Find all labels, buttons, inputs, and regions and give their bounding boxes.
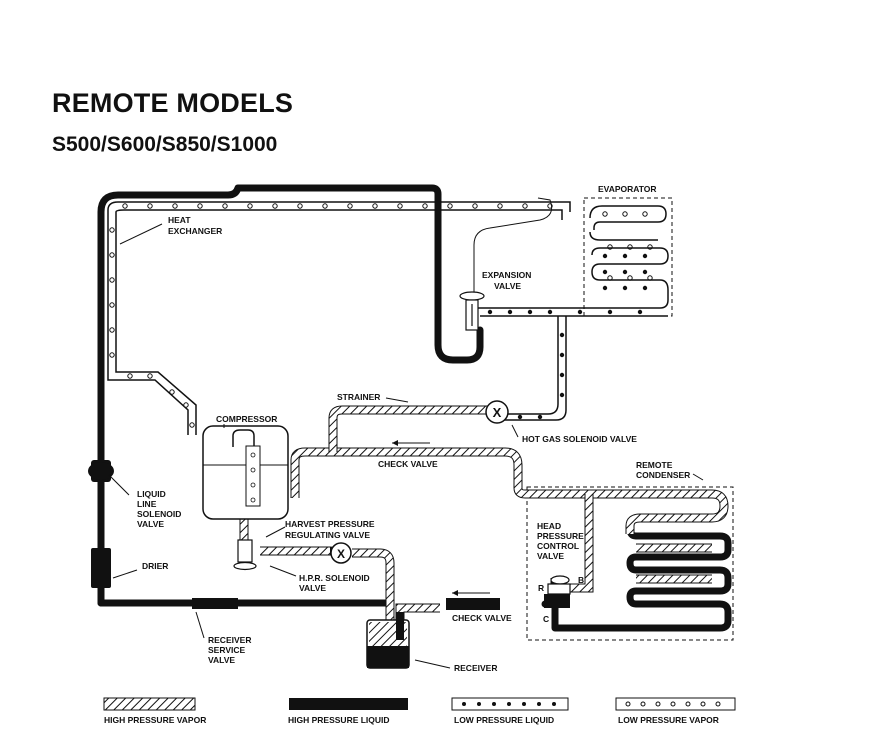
label-hot-gas-solenoid-valve: HOT GAS SOLENOID VALVE [522,434,637,444]
label-evaporator: EVAPORATOR [598,184,657,194]
label-liquid-line-3: SOLENOID [137,509,181,519]
label-compressor: COMPRESSOR [216,414,277,424]
label-receiver-service-1: RECEIVER [208,635,251,645]
label-harvest-pressure-2: REGULATING VALVE [285,530,370,540]
legend-label: LOW PRESSURE VAPOR [618,715,719,725]
label-expansion-valve-2: VALVE [494,281,521,291]
label-remote-condenser-1: REMOTE [636,460,673,470]
label-strainer: STRAINER [337,392,380,402]
label-receiver-service-3: VALVE [208,655,235,665]
label-remote-condenser-2: CONDENSER [636,470,690,480]
head-pressure-control-valve [544,575,571,608]
label-heat-exchanger-1: HEAT [168,215,191,225]
label-liquid-line-2: LINE [137,499,157,509]
low-pressure-liquid-dots [487,253,648,420]
receiver-service-valve [192,598,238,609]
label-head-pressure-4: VALVE [537,551,564,561]
legend-item-high-pressure-liquid: HIGH PRESSURE LIQUID [288,698,408,725]
low-pressure-liquid-lines [472,247,669,421]
expansion-valve [459,197,553,331]
label-port-b: B [578,575,584,585]
label-hpr-solenoid-1: H.P.R. SOLENOID [299,573,370,583]
svg-text:X: X [493,405,502,420]
low-pressure-vapor-dots [109,203,653,428]
hpr-solenoid-valve: X [330,542,352,564]
liquid-line-solenoid-valve [88,460,114,482]
harvest-pressure-regulating-valve [233,539,257,571]
receiver [366,612,410,669]
label-port-r: R [538,583,544,593]
label-heat-exchanger-2: EXCHANGER [168,226,222,236]
legend-item-low-pressure-vapor: LOW PRESSURE VAPOR [615,697,736,725]
label-head-pressure-2: PRESSURE [537,531,584,541]
page-subtitle: S500/S600/S850/S1000 [52,133,278,156]
leader-lines [108,223,704,669]
label-head-pressure-1: HEAD [537,521,561,531]
low-pressure-vapor-lines [107,201,667,435]
label-head-pressure-3: CONTROL [537,541,579,551]
page-title: REMOTE MODELS [52,88,294,118]
drier [91,548,111,588]
legend-label: HIGH PRESSURE VAPOR [104,715,206,725]
compressor [202,425,289,520]
label-check-valve-bottom: CHECK VALVE [452,613,512,623]
legend-item-high-pressure-vapor: HIGH PRESSURE VAPOR [103,697,206,725]
check-valve-bottom [446,590,500,610]
legend: HIGH PRESSURE VAPOR HIGH PRESSURE LIQUID… [103,697,736,725]
label-receiver: RECEIVER [454,663,497,673]
check-valve-top [392,440,430,446]
high-pressure-liquid-lines [97,184,732,632]
label-expansion-valve-1: EXPANSION [482,270,531,280]
legend-label: HIGH PRESSURE LIQUID [288,715,390,725]
label-receiver-service-2: SERVICE [208,645,245,655]
label-drier: DRIER [142,561,168,571]
legend-item-low-pressure-liquid: LOW PRESSURE LIQUID [451,697,569,725]
svg-text:X: X [337,547,345,561]
condenser-box [526,486,734,641]
label-liquid-line-4: VALVE [137,519,164,529]
legend-label: LOW PRESSURE LIQUID [454,715,554,725]
hot-gas-solenoid-valve: X [485,400,509,424]
label-check-valve-top: CHECK VALVE [378,459,438,469]
evaporator-box [583,197,673,317]
label-harvest-pressure-1: HARVEST PRESSURE [285,519,375,529]
label-hpr-solenoid-2: VALVE [299,583,326,593]
label-liquid-line-1: LIQUID [137,489,166,499]
label-port-c: C [543,614,549,624]
